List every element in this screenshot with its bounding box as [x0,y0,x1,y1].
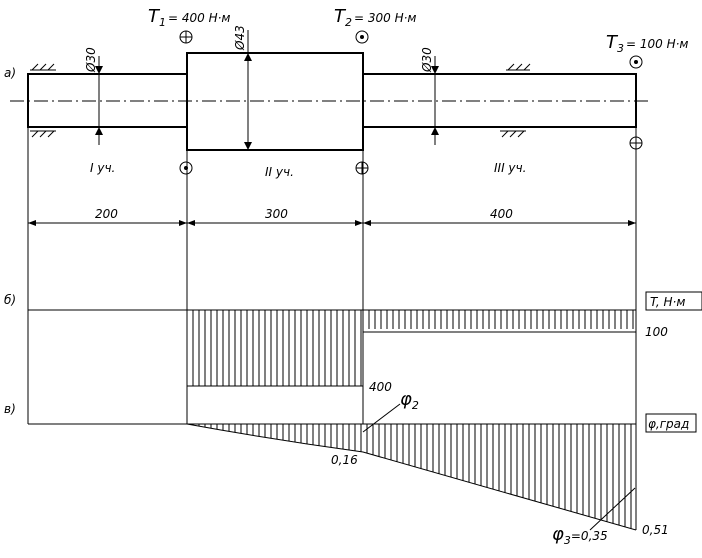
support-left-bottom [30,130,56,138]
torque-dot-icon [179,161,193,175]
angle-value-051: 0,51 [642,523,669,537]
angle-axis-label: φ,град [648,417,689,431]
length-label-3: 400 [490,207,513,221]
length-label-1: 200 [95,207,118,221]
support-left-top [30,63,56,71]
section-label-2: II уч. [265,165,294,179]
section-label-1: I уч. [90,161,115,175]
extension-lines [27,127,637,424]
torque-label-1: T1= 400 Н·м [148,6,230,29]
row-label-c: в) [4,402,16,416]
section-label-3: III уч. [494,161,526,175]
support-right-bottom [500,130,526,138]
torque-hatch [192,310,634,386]
phi2-label: φ2 [400,389,419,412]
torque-segment-3 [362,309,637,333]
angle-curve [186,423,637,531]
angle-axis-label-box [645,413,697,433]
angle-hatch [192,424,632,529]
diameter-label-3: Ø30 [420,47,434,73]
torque-dot-icon [629,55,643,69]
support-right-top [506,63,531,71]
torque-diagram [28,309,637,387]
diameter-label-2: Ø43 [233,25,247,51]
torque-dot-icon [355,30,369,44]
length-label-2: 300 [265,207,288,221]
torque-label-2: T2= 300 Н·м [334,6,416,29]
row-label-a: а) [4,66,16,80]
torque-value-100: 100 [645,325,668,339]
angle-value-016: 0,16 [331,453,358,467]
length-dimension [28,220,636,226]
phi3-label: φ3=0,35 [552,524,608,547]
diameter-label-1: Ø30 [84,47,98,73]
phi3-leader [589,487,636,531]
torque-cross-icon [179,30,193,44]
torque-segment-2 [186,309,364,387]
supports [30,63,531,138]
angle-diagram [28,423,637,531]
torque-axis-label: T, Н·м [650,295,685,309]
row-label-b: б) [4,293,16,307]
torque-axis-label-box [645,291,702,311]
shaft-drawing [10,52,652,151]
torque-cross-icon [355,161,369,175]
torque-value-400: 400 [369,380,392,394]
diameter-dimensions [95,30,439,150]
torque-label-3: T3= 100 Н·м [606,32,688,55]
phi2-leader [362,403,401,433]
